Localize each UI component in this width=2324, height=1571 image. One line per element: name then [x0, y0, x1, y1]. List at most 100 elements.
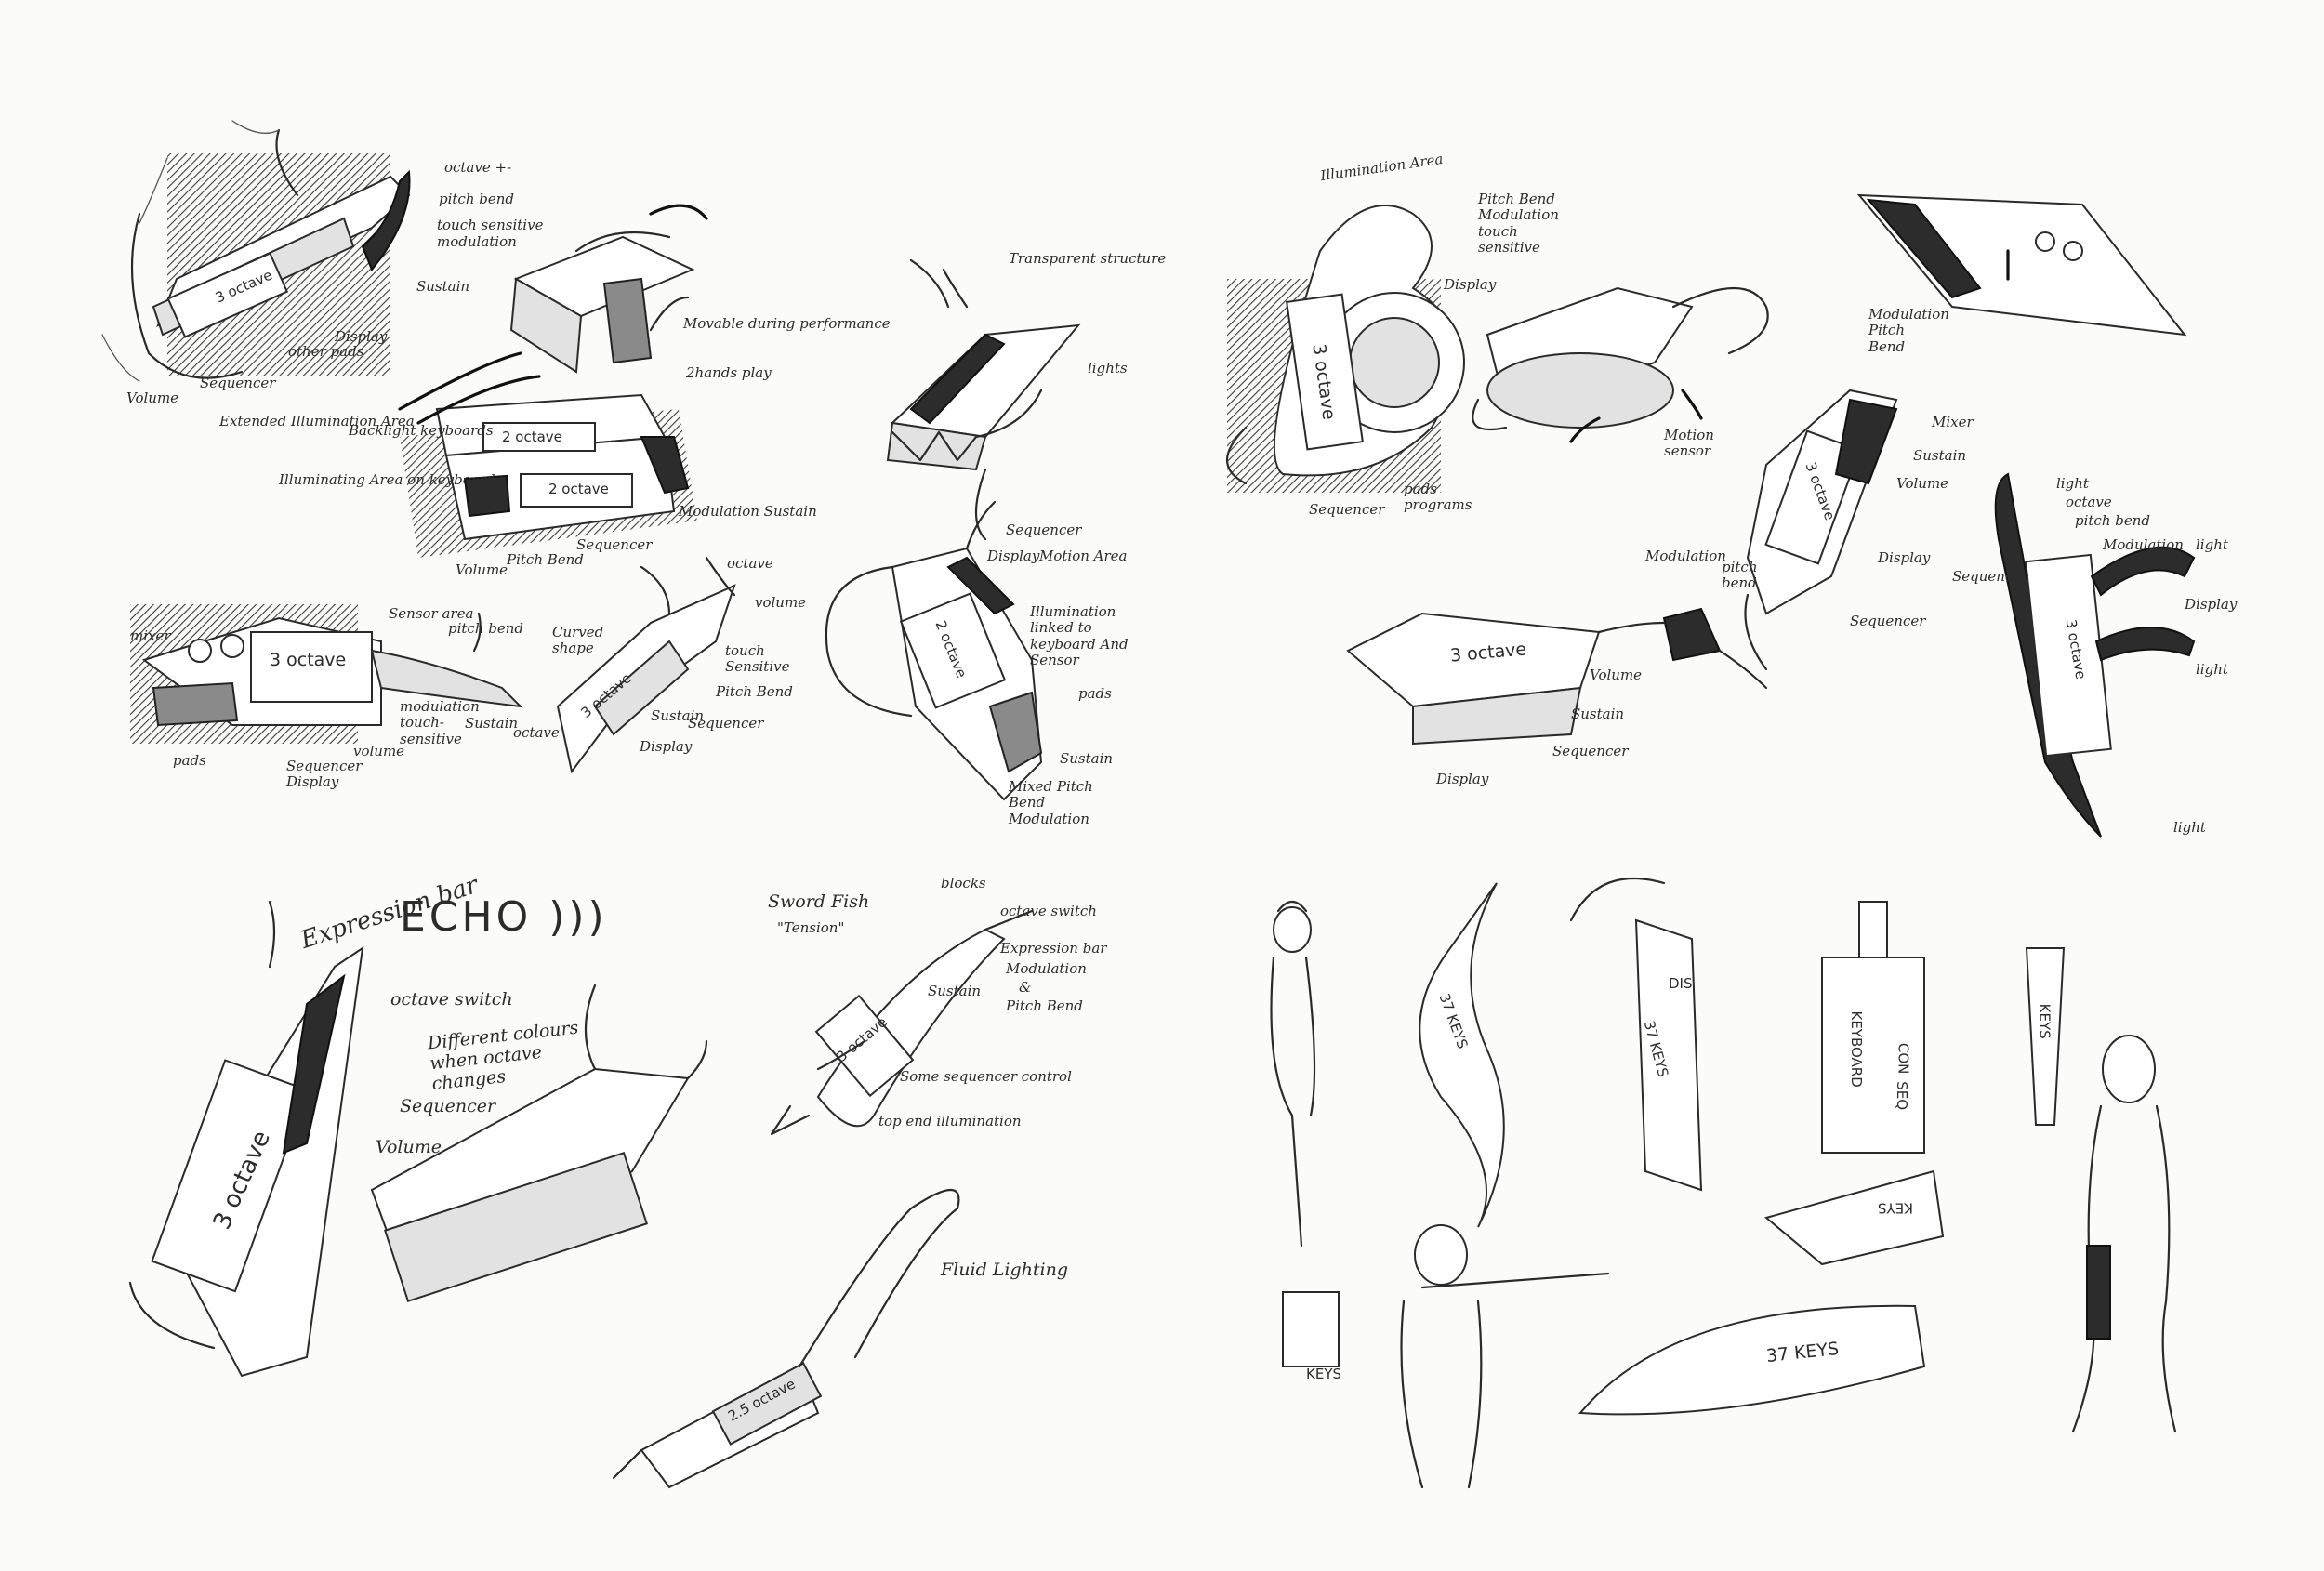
tl2-sequencer-label: Sequencer: [576, 536, 653, 553]
tr2-volume-label: Volume: [1896, 475, 1949, 492]
sketch-tl4: [825, 500, 1043, 801]
tl1-pitch-bend-label: pitch bend: [439, 191, 514, 207]
tr1-pitch-bend-label: Pitch Bend Modulation touch sensitive: [1478, 191, 1559, 256]
tl2-backlight-label: Backlight keyboards: [349, 422, 494, 439]
tl6-touch-label: touch Sensitive: [725, 642, 790, 676]
bl1-echo-label: ECHO ))): [400, 893, 608, 941]
tr3-volume-label: Volume: [1590, 667, 1643, 683]
tl5-sustain-label: Sustain: [465, 715, 519, 732]
bl1-sequencer-label: Sequencer: [400, 1096, 496, 1116]
br-dis-label: DIS: [1669, 975, 1693, 992]
bl2-blocks-label: blocks: [941, 875, 986, 891]
tl5-screen-text: 3 octave: [270, 650, 347, 670]
sketch-tr2: [1472, 286, 1769, 443]
tr3-display-label: Display: [1436, 771, 1489, 787]
sketch-tr5: [1346, 607, 1768, 746]
bl1-octave-switch-label: octave switch: [390, 989, 513, 1010]
br-keyboard-label: KEYBOARD: [1847, 1010, 1865, 1088]
sketch-tr6: [1994, 472, 2196, 838]
sketch-tr4: [1744, 389, 1898, 671]
tr3-modulation-label: Modulation: [1645, 548, 1726, 564]
tl6-display-label: Display: [640, 738, 693, 755]
br-keys-b-label: KEYS: [2036, 1003, 2053, 1039]
bl1-volume-label: Volume: [376, 1137, 442, 1157]
sketch-tl2: [398, 204, 708, 558]
tr2-mixer-label: Mixer: [1932, 414, 1974, 430]
tr2-sustain-label: Sustain: [1913, 447, 1967, 464]
tr3-pitch-bend-label: pitch bend: [1722, 559, 1758, 592]
sketch-tl5: [130, 604, 523, 744]
tl4-sustain-label: Sustain: [1060, 750, 1114, 767]
br-keys-c-label: KEYS: [1306, 1366, 1341, 1382]
bl2-pitch-bend-label: Pitch Bend: [1006, 997, 1083, 1014]
tl5-octave-label: octave: [513, 724, 560, 741]
tr4-modulation-label: Modulation: [2103, 536, 2184, 553]
sketch-tr3: [1856, 193, 2187, 337]
tr1-display-label: Display: [1444, 276, 1497, 293]
tl6-sustain-label: Sustain: [651, 707, 705, 724]
tl1-display-label: Display: [335, 328, 388, 345]
tl1-octave-label: octave +-: [444, 159, 512, 176]
tl2-volume-label: Volume: [456, 561, 508, 578]
tr4-light-b-label: light: [2196, 536, 2228, 553]
tl5-pads-label: pads: [173, 752, 206, 769]
sketch-tl1: [101, 120, 411, 382]
tl5-sequencer-label: Sequencer Display: [286, 758, 363, 791]
tl1-sustain-label: Sustain: [416, 278, 470, 295]
bl2-amp-label: &: [1019, 979, 1032, 996]
bl2-tension-label: "Tension": [777, 919, 845, 936]
bl2-octave-switch-label: octave switch: [1000, 903, 1097, 919]
tl5-sensor-label: Sensor area: [389, 605, 474, 622]
tr4-light-d-label: light: [2173, 819, 2206, 836]
tl2-pitch-bend-label: Pitch Bend: [507, 551, 584, 568]
sketch-bl2: [770, 909, 1034, 1136]
tl3-transparent-label: Transparent structure: [1009, 250, 1167, 267]
tr3-sequencer-label: Sequencer: [1552, 743, 1629, 759]
sketch-tl3: [886, 258, 1081, 541]
tl2-movable-label: Movable during performance: [683, 315, 891, 332]
tr4-sequencer-label: Sequencer: [1952, 568, 2028, 585]
tl6-pitch-bend-label: Pitch Bend: [716, 683, 793, 700]
bl2-some-seq-label: Some sequencer control: [900, 1068, 1072, 1085]
tl2-screen-a-text: 2 octave: [502, 429, 562, 445]
tl1-other-pads-label: other pads: [288, 343, 364, 360]
tl6-octave-label: octave: [727, 555, 773, 572]
tr2-modulation-label: Modulation Pitch Bend: [1868, 306, 1949, 355]
tr4-display-label: Display: [2185, 596, 2238, 613]
tl5-pitch-bend-label: pitch bend: [448, 620, 523, 637]
bl2-sustain-label: Sustain: [928, 983, 982, 999]
tl1-extended-label: Extended Illumination Area: [219, 413, 415, 429]
bl2-top-end-label: top end illumination: [878, 1113, 1022, 1129]
bl2-modulation-label: Modulation: [1006, 960, 1087, 977]
bl2-swordfish-label: Sword Fish: [768, 891, 870, 912]
tl2-two-hands-label: 2hands play: [686, 364, 772, 381]
tr4-pitch-bend-label: pitch bend: [2075, 512, 2150, 529]
tr2-sequencer-label: Sequencer: [1850, 613, 1926, 629]
tl6-volume-label: volume: [755, 594, 807, 611]
br-seq-label: SEQ: [1894, 1081, 1911, 1111]
tr4-light-a-label: light: [2056, 475, 2089, 492]
sketch-tl6: [556, 556, 736, 774]
tl5-mixer-label: mixer: [130, 627, 171, 644]
br-con-label: CON: [1895, 1042, 1912, 1075]
tl1-touch-sensitive-label: touch sensitive: [437, 217, 544, 233]
tr1-sequencer-label: Sequencer: [1309, 501, 1385, 518]
tl2-illuminating-label: Illuminating Area on keyboard: [279, 471, 495, 488]
tl6-sequencer-label: Sequencer: [688, 715, 764, 732]
tl4-illumination-label: Illumination linked to keyboard And Sens…: [1030, 603, 1129, 668]
tl5-modulation-label: modulation touch-sensitive: [400, 698, 480, 747]
sketch-br: [1270, 877, 2177, 1489]
tl1-sequencer-label: Sequencer: [200, 375, 276, 391]
bl3-fluid-label: Fluid Lighting: [941, 1260, 1068, 1280]
tl4-sequencer-label: Sequencer: [1006, 521, 1082, 538]
tl4-mixed-label: Mixed Pitch Bend Modulation: [1009, 778, 1093, 827]
bl2-expression-label: Expression bar: [1000, 940, 1107, 957]
sketch-tr1: [1225, 205, 1465, 493]
tl1-modulation-label: modulation: [437, 233, 517, 250]
tl1-volume-label: Volume: [126, 389, 179, 406]
tl4-motion-label: Motion Area: [1039, 548, 1128, 564]
tl3-lights-label: lights: [1088, 360, 1128, 376]
tl4-pads-label: pads: [1078, 685, 1112, 702]
tr1-motion-label: Motion sensor: [1664, 427, 1714, 460]
